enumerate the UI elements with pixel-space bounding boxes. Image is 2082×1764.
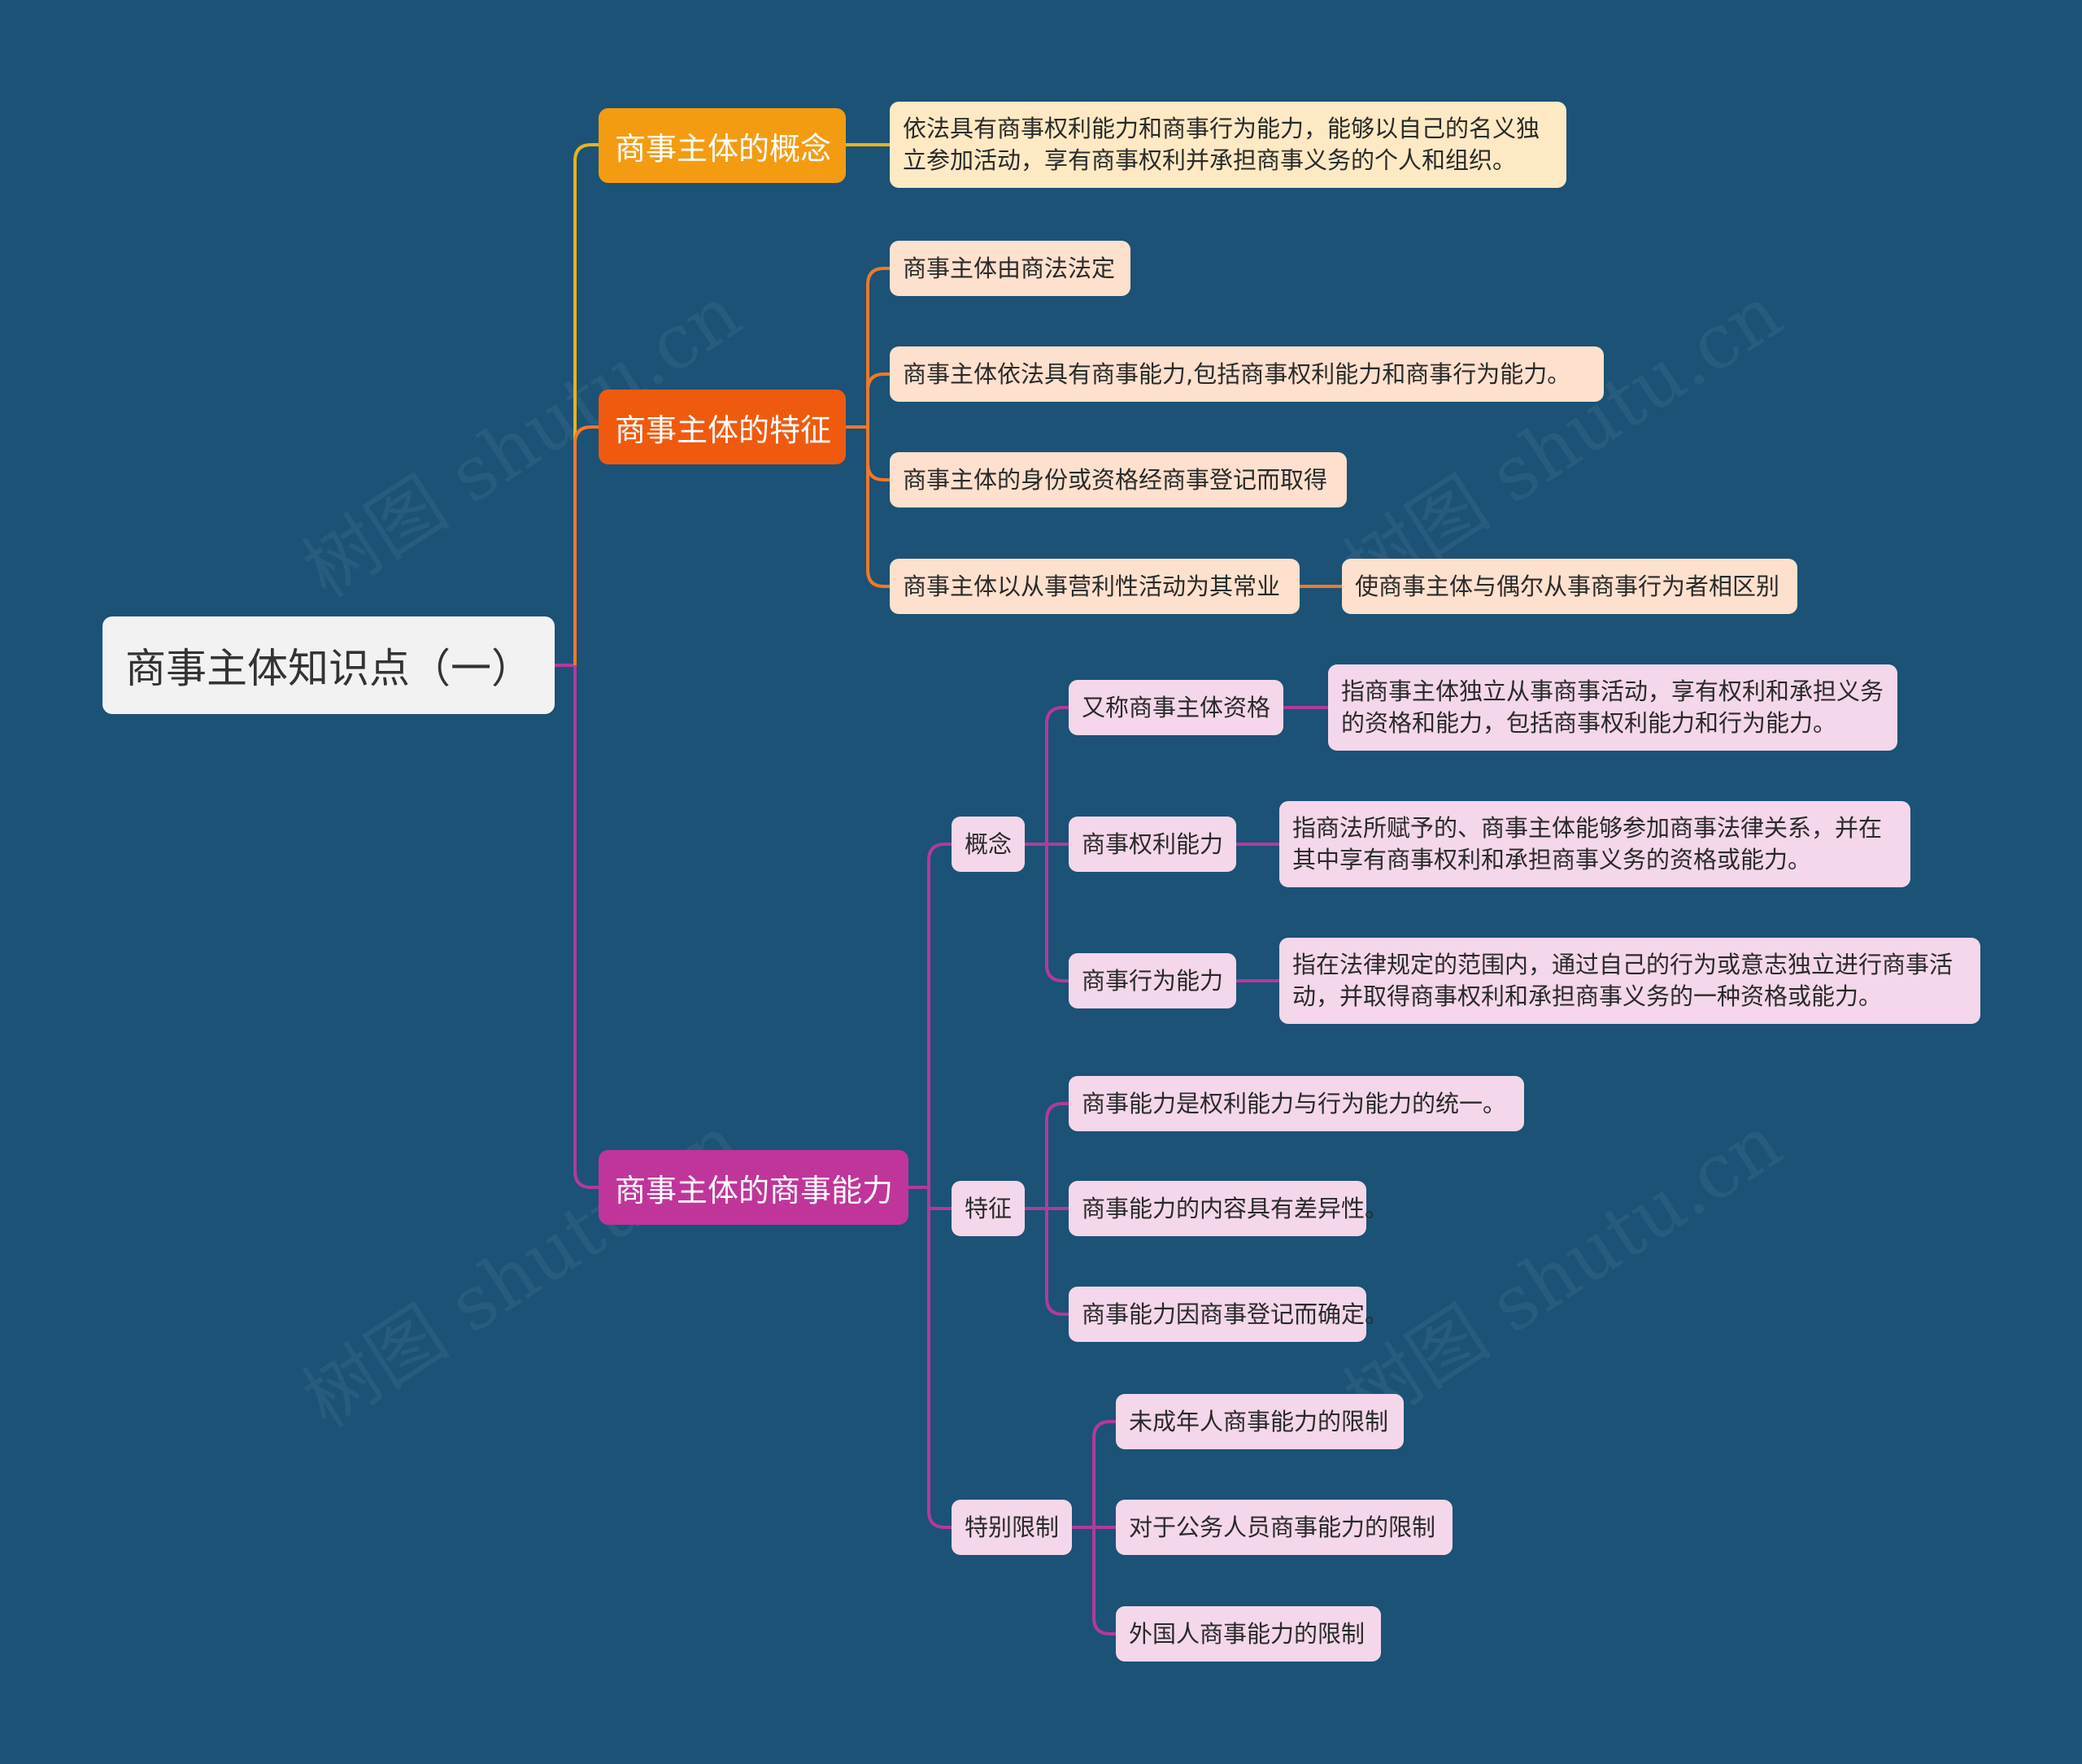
feature-item[interactable]: 商事主体依法具有商事能力,包括商事权利能力和商事行为能力。 <box>890 346 1604 402</box>
branch-features[interactable]: 商事主体的特征 <box>599 390 846 464</box>
feature-item[interactable]: 商事主体的身份或资格经商事登记而取得 <box>890 452 1347 507</box>
concept-item[interactable]: 商事权利能力 <box>1069 817 1236 872</box>
branch-concept[interactable]: 商事主体的概念 <box>599 108 846 183</box>
capacity-limits[interactable]: 特别限制 <box>952 1500 1072 1555</box>
feature-item[interactable]: 商事主体以从事营利性活动为其常业 <box>890 559 1300 614</box>
capacity-feature-item[interactable]: 商事能力是权利能力与行为能力的统一。 <box>1069 1076 1524 1131</box>
concept-item-detail[interactable]: 指在法律规定的范围内，通过自己的行为或意志独立进行商事活动，并取得商事权利和承担… <box>1279 938 1980 1024</box>
concept-detail[interactable]: 依法具有商事权利能力和商事行为能力，能够以自己的名义独立参加活动，享有商事权利并… <box>890 102 1566 188</box>
root-node[interactable]: 商事主体知识点（一） <box>102 616 555 714</box>
concept-item-detail[interactable]: 指商事主体独立从事商事活动，享有权利和承担义务的资格和能力，包括商事权利能力和行… <box>1328 664 1897 751</box>
concept-item[interactable]: 又称商事主体资格 <box>1069 680 1283 735</box>
capacity-features[interactable]: 特征 <box>952 1181 1025 1236</box>
branch-capacity[interactable]: 商事主体的商事能力 <box>599 1150 908 1225</box>
capacity-feature-item[interactable]: 商事能力因商事登记而确定。 <box>1069 1287 1388 1342</box>
capacity-feature-item[interactable]: 商事能力的内容具有差异性。 <box>1069 1181 1388 1236</box>
limit-item[interactable]: 未成年人商事能力的限制 <box>1116 1394 1404 1449</box>
capacity-concept[interactable]: 概念 <box>952 817 1025 872</box>
concept-item[interactable]: 商事行为能力 <box>1069 953 1236 1008</box>
limit-item[interactable]: 外国人商事能力的限制 <box>1116 1606 1381 1662</box>
concept-item-detail[interactable]: 指商法所赋予的、商事主体能够参加商事法律关系，并在其中享有商事权利和承担商事义务… <box>1279 801 1910 887</box>
feature-item-child[interactable]: 使商事主体与偶尔从事商事行为者相区别 <box>1342 559 1797 614</box>
limit-item[interactable]: 对于公务人员商事能力的限制 <box>1116 1500 1453 1555</box>
feature-item[interactable]: 商事主体由商法法定 <box>890 241 1130 296</box>
